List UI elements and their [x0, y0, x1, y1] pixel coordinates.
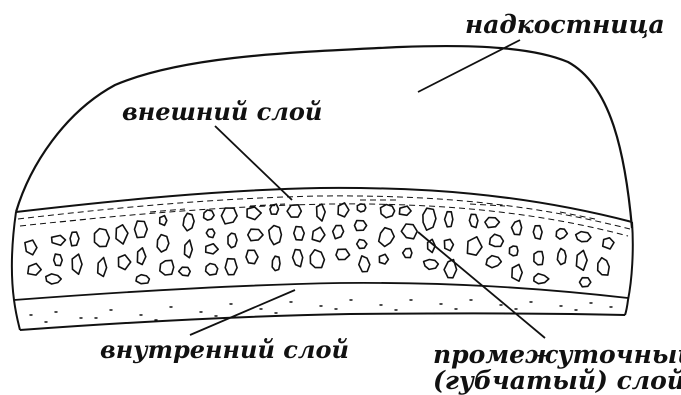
spongy-cell: [28, 264, 41, 276]
spongy-cell: [357, 204, 366, 212]
spongy-cell: [204, 210, 215, 220]
spongy-cell: [357, 240, 367, 249]
spongy-cell: [512, 220, 522, 234]
spongy-bottom-edge: [14, 283, 628, 300]
spongy-cell: [557, 248, 566, 264]
spongy-cell: [576, 232, 591, 242]
spongy-cell: [248, 229, 263, 241]
periosteum-dome-outline: [16, 46, 632, 228]
spongy-cell: [246, 250, 258, 263]
spongy-cell: [424, 260, 439, 270]
spongy-cell: [512, 264, 522, 281]
spongy-cell: [137, 248, 145, 265]
spongy-cell: [206, 229, 215, 238]
plate-right-edge: [625, 222, 633, 315]
spongy-cell: [317, 204, 326, 221]
spongy-cell: [509, 246, 518, 256]
spongy-cell: [183, 213, 194, 231]
spongy-cell: [136, 275, 149, 284]
spongy-cell: [52, 235, 66, 245]
spongy-cell: [423, 208, 436, 230]
plate-left-edge: [12, 212, 20, 330]
spongy-cell: [46, 274, 61, 284]
spongy-cell: [312, 227, 325, 242]
spongy-cell: [157, 235, 169, 252]
spongy-cell: [556, 229, 567, 239]
spongy-cell: [359, 256, 370, 272]
spongy-cell: [399, 206, 411, 215]
spongy-cell: [70, 232, 79, 246]
spongy-layer-cells: [25, 203, 614, 287]
spongy-cell: [336, 249, 350, 259]
spongy-cell: [534, 274, 549, 284]
spongy-cell: [467, 237, 482, 255]
spongy-cell: [225, 259, 237, 275]
spongy-cell: [185, 240, 193, 258]
spongy-cell: [580, 278, 591, 287]
spongy-cell: [72, 254, 82, 274]
spongy-cell: [603, 238, 614, 249]
spongy-cell: [486, 256, 501, 268]
spongy-cell: [469, 214, 478, 227]
spongy-cell: [403, 248, 412, 257]
inner-layer-bottom-edge: [20, 313, 625, 330]
spongy-cell: [576, 250, 587, 270]
leader-outer-layer: [215, 126, 292, 200]
spongy-cell: [206, 264, 218, 276]
spongy-cell: [338, 203, 349, 217]
spongy-cell: [379, 254, 388, 264]
label-middle-layer-line1: промежуточный: [433, 342, 681, 367]
spongy-cell: [54, 254, 63, 266]
spongy-cell: [294, 227, 304, 241]
spongy-cell: [355, 221, 367, 231]
spongy-cell: [119, 255, 131, 270]
spongy-cell: [98, 258, 107, 277]
spongy-cell: [310, 250, 324, 268]
spongy-cell: [444, 239, 453, 251]
inner-layer-stipple: [30, 300, 612, 322]
spongy-cell: [533, 226, 542, 239]
spongy-cell: [206, 244, 219, 254]
spongy-cell: [293, 250, 303, 267]
spongy-cell: [179, 267, 191, 276]
spongy-cell: [490, 234, 504, 246]
spongy-cell: [381, 205, 395, 218]
spongy-cell: [247, 207, 261, 220]
spongy-cell: [135, 221, 148, 238]
label-periosteum: надкостница: [465, 12, 665, 37]
spongy-cell: [534, 252, 543, 265]
spongy-cell: [379, 228, 395, 247]
spongy-cell: [160, 260, 174, 275]
spongy-cell: [598, 258, 610, 275]
spongy-cell: [95, 229, 110, 247]
spongy-cell: [272, 256, 280, 270]
spongy-cell: [269, 226, 282, 245]
spongy-cell: [445, 212, 453, 227]
spongy-cell: [228, 233, 237, 248]
label-middle-layer-line2: (губчатый) слой: [433, 368, 681, 393]
leader-inner-layer: [190, 290, 295, 335]
spongy-cell: [401, 224, 417, 239]
label-outer-layer: внешний слой: [122, 100, 322, 124]
leader-periosteum: [418, 40, 520, 92]
spongy-cell: [116, 225, 128, 244]
spongy-cell: [287, 205, 301, 217]
spongy-cell: [333, 226, 344, 239]
label-inner-layer: внутренний слой: [100, 338, 349, 362]
spongy-cell: [485, 218, 500, 228]
spongy-cell: [25, 240, 37, 255]
spongy-cell: [221, 208, 237, 224]
spongy-cell: [160, 216, 167, 226]
